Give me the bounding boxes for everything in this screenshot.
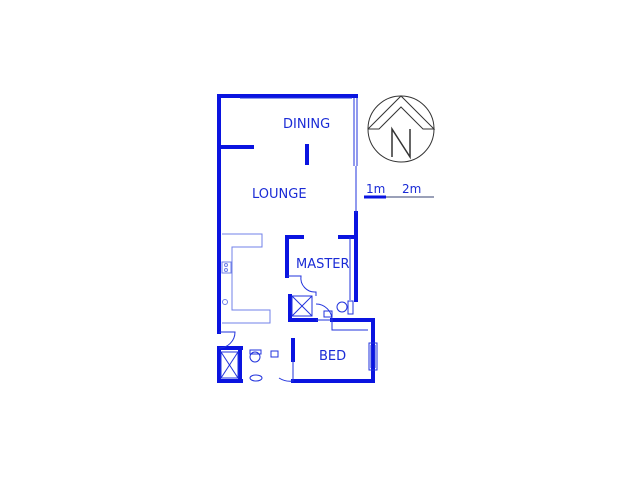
door-master [287, 275, 317, 296]
room-label-dining: DINING [283, 117, 330, 132]
toilet-ensuite-tank [347, 300, 354, 315]
room-label-master: MASTER [296, 257, 350, 272]
thin-walls [240, 97, 378, 371]
towel-bath [249, 374, 263, 382]
toilet-ensuite [336, 301, 348, 313]
room-label-lounge: LOUNGE [252, 187, 307, 202]
kitchen [221, 233, 271, 324]
basin-ensuite [323, 310, 333, 318]
toilet-bath-tank [249, 349, 262, 355]
shower-ensuite [291, 295, 313, 317]
scale-label-2m: 2m [402, 182, 421, 196]
shower-bath-diag-2 [220, 351, 239, 379]
stove-ring-2 [224, 268, 228, 272]
room-label-bed: BED [319, 349, 346, 364]
kitchen-counter [222, 233, 271, 324]
scale-label-1m: 1m [366, 182, 385, 196]
north-compass-icon [367, 95, 436, 163]
door-bath [278, 360, 294, 382]
outer-walls [217, 94, 375, 383]
doors [218, 275, 368, 382]
shower-bath [220, 351, 239, 379]
compass-n-letter [391, 126, 411, 160]
sink [222, 299, 228, 305]
door-entry [218, 331, 236, 349]
stove [221, 261, 232, 274]
stove-ring [224, 263, 228, 267]
window-bed-frame [368, 342, 378, 371]
scale-bar: 1m 2m [364, 182, 434, 199]
fixtures [220, 295, 354, 382]
shower-ensuite-diag-2 [291, 295, 313, 317]
compass-arrow [367, 95, 436, 130]
door-ensuite [315, 303, 333, 321]
toilet-bath [249, 351, 261, 363]
basin-bath [270, 350, 279, 358]
door-bed-stub [331, 320, 368, 331]
